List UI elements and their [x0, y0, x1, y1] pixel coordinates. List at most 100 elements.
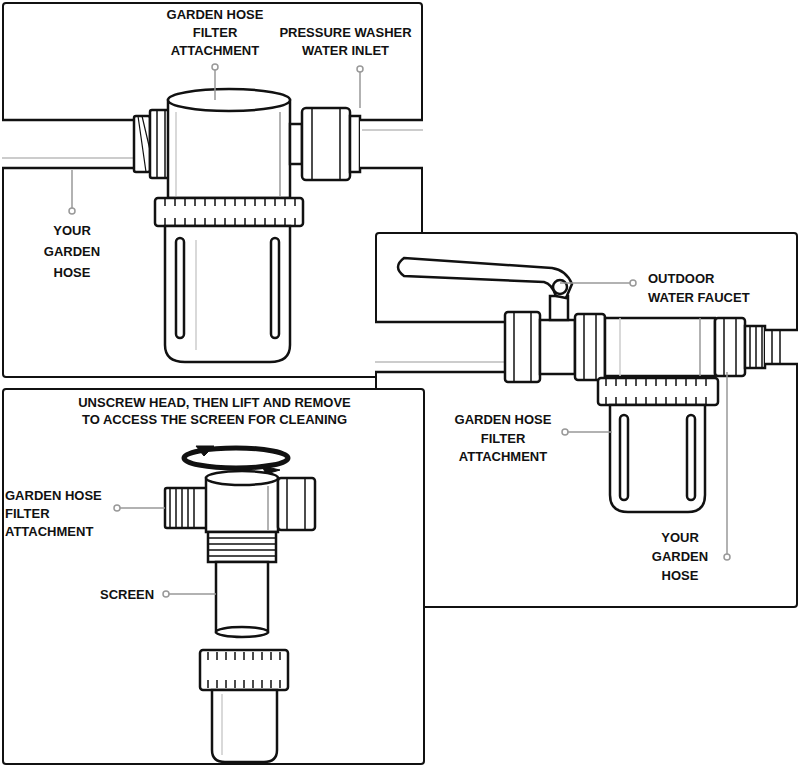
filter-head: [208, 532, 276, 562]
panel-illustration: [2, 2, 423, 378]
filter-bowl: [687, 415, 695, 500]
callout-label: GARDEN HOSE FILTER ATTACHMENT: [160, 6, 270, 60]
water-pipe: [375, 321, 507, 324]
leader-line: [169, 593, 216, 595]
callout-label: SCREEN: [100, 586, 170, 604]
filter-bowl: [271, 238, 279, 338]
filter-bowl: [208, 652, 280, 688]
inlet-nut: [362, 129, 423, 131]
ball-valve: [595, 314, 597, 380]
garden-hose: [2, 157, 134, 159]
callout-label: GARDEN HOSE FILTER ATTACHMENT: [5, 487, 115, 541]
inlet-nut: [360, 167, 423, 170]
filter-head: [165, 488, 207, 528]
instruction-heading: UNSCREW HEAD, THEN LIFT AND REMOVE TO AC…: [72, 394, 357, 428]
filter-head: [605, 318, 715, 376]
leader-line: [120, 507, 165, 509]
filter-head: [619, 318, 621, 376]
filter-bowl: [610, 405, 705, 512]
filter-head: [170, 488, 194, 528]
callout-label: YOUR GARDEN HOSE: [649, 528, 711, 585]
filter-head: [598, 318, 718, 405]
inlet-nut: [290, 108, 423, 180]
inlet-nut: [302, 108, 350, 180]
inlet-nut: [350, 116, 360, 172]
ball-valve: [540, 320, 575, 374]
filter-bowl: [610, 405, 705, 512]
garden-hose: [2, 120, 140, 168]
hose-coupling: [134, 110, 172, 178]
filter-head: [278, 478, 315, 530]
rotation-arrow: [196, 446, 214, 456]
leader-line: [114, 505, 216, 597]
ball-valve: [530, 312, 532, 382]
callout-label: YOUR GARDEN HOSE: [41, 220, 103, 283]
leader-line: [114, 505, 120, 511]
leader-line: [560, 282, 630, 284]
filter-head: [168, 89, 290, 111]
filter-head: [208, 538, 276, 556]
filter-head: [598, 378, 718, 405]
filter-collar: [165, 199, 295, 225]
ball-valve: [583, 314, 585, 380]
filter-bowl: [620, 415, 628, 500]
filter-bowl: [165, 226, 290, 362]
inlet-nut: [339, 108, 341, 180]
rotation-arrow: [184, 446, 288, 474]
garden-hose: [2, 120, 140, 168]
filter-bowl: [165, 226, 290, 362]
hose-coupling: [765, 329, 798, 332]
filter-bowl: [212, 690, 277, 762]
filter-head: [267, 486, 269, 530]
filter-head: [168, 100, 290, 198]
ball-valve: [398, 258, 572, 298]
callout-label: PRESSURE WASHER WATER INLET: [273, 24, 418, 60]
hose-coupling: [765, 363, 798, 366]
leader-line: [69, 208, 75, 214]
filter-bowl: [200, 650, 288, 762]
filter-bowl: [200, 650, 288, 690]
leader-line: [568, 431, 612, 433]
ball-valve: [575, 314, 605, 380]
panel-illustration: [2, 388, 425, 765]
leader-line: [630, 280, 636, 286]
inlet-nut: [290, 124, 302, 164]
filter-head: [286, 478, 288, 530]
hose-coupling: [723, 318, 725, 376]
leader-line: [214, 70, 216, 100]
filter-screen: [216, 562, 268, 637]
ball-valve: [505, 312, 540, 382]
filter-screen: [216, 627, 268, 637]
filter-head: [175, 112, 177, 196]
garden-hose: [2, 167, 140, 170]
panel-box: UNSCREW HEAD, THEN LIFT AND REMOVE TO AC…: [2, 388, 425, 765]
panel-illustration: [375, 232, 798, 608]
leader-line: [357, 66, 363, 72]
hose-coupling: [765, 330, 798, 364]
hose-coupling: [156, 110, 158, 178]
leader-line: [212, 64, 218, 70]
filter-collar: [155, 198, 303, 226]
leader-line: [69, 64, 363, 214]
filter-head: [606, 379, 706, 404]
leader-line: [726, 372, 728, 554]
leader-line: [359, 72, 361, 108]
hose-coupling: [134, 116, 150, 172]
filter-bowl: [221, 694, 223, 755]
ball-valve: [513, 312, 515, 382]
filter-bowl: [195, 240, 197, 350]
hose-coupling: [715, 318, 798, 376]
water-pipe: [375, 322, 507, 372]
filter-head: [279, 112, 281, 196]
garden-hose: [2, 119, 140, 122]
hose-coupling: [735, 318, 737, 376]
panel-box: GARDEN HOSE FILTER ATTACHMENTPRESSURE WA…: [2, 2, 423, 378]
filter-collar: [155, 198, 303, 226]
leader-line: [163, 591, 169, 597]
filter-bowl: [176, 238, 184, 338]
leader-line: [71, 170, 73, 208]
hose-coupling: [138, 116, 150, 172]
filter-head: [304, 478, 306, 530]
filter-screen: [216, 562, 268, 632]
